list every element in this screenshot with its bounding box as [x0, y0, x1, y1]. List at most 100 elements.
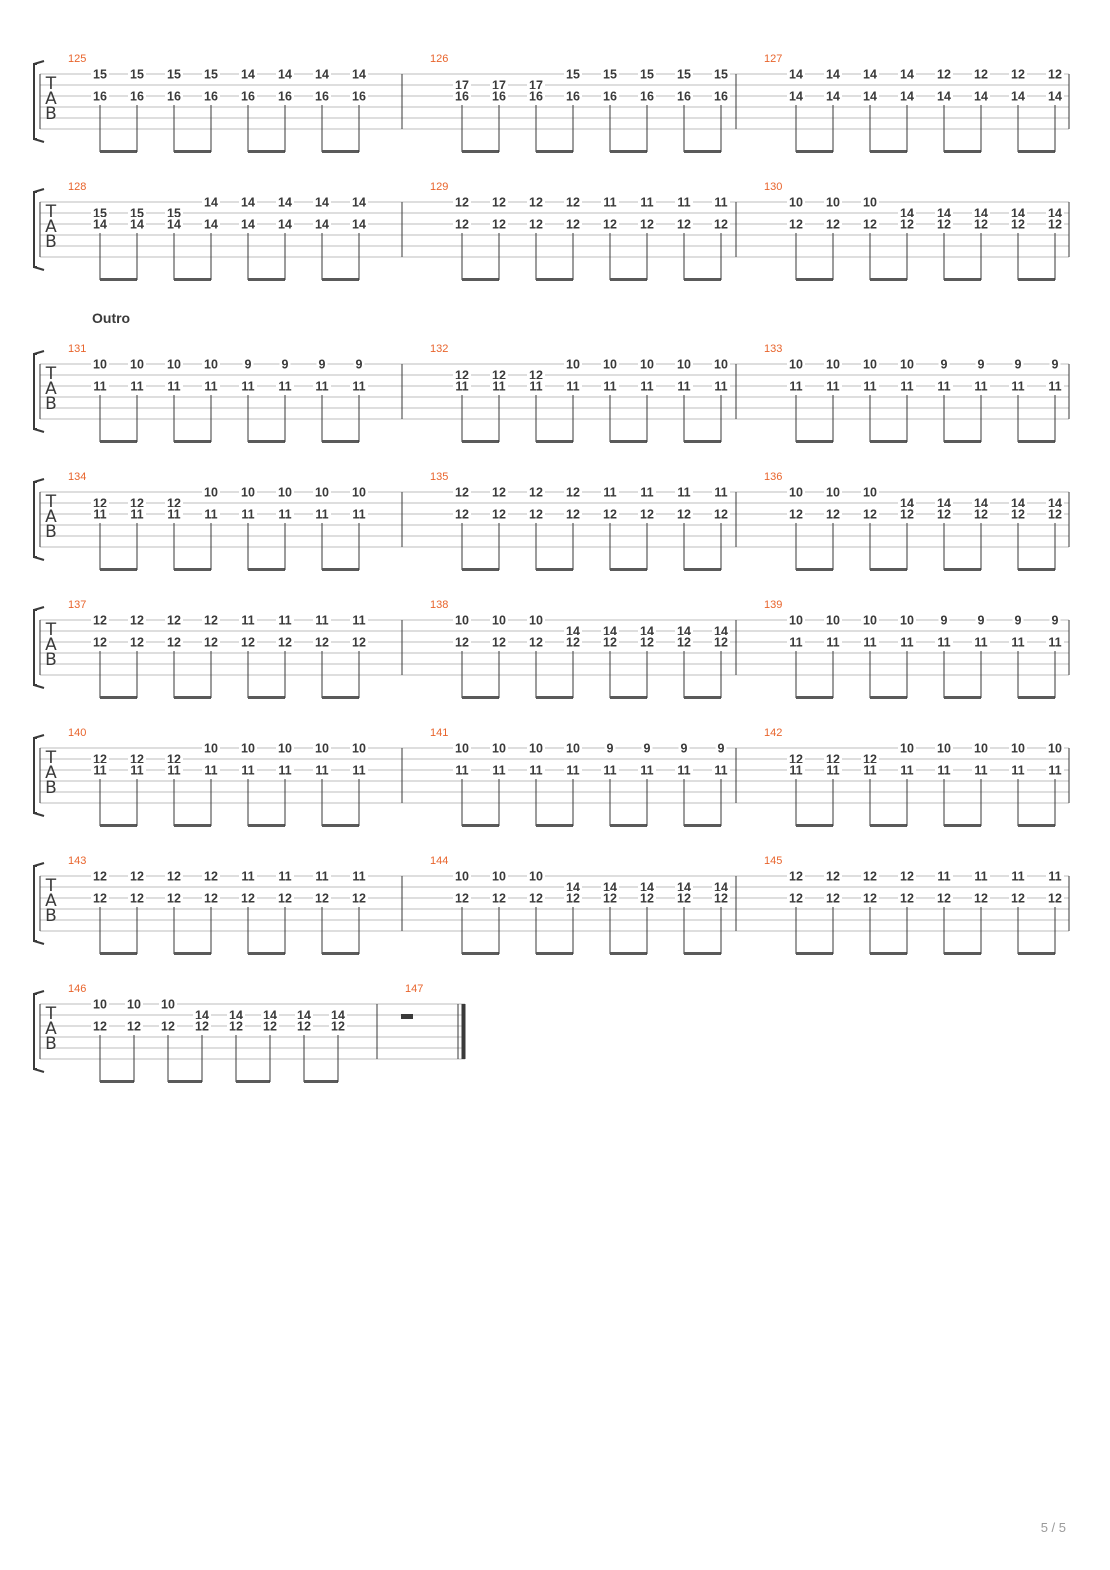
- fret-number: 12: [492, 486, 506, 500]
- fret-mask: [861, 89, 879, 102]
- fret-mask: [313, 379, 331, 392]
- fret-number: 12: [492, 636, 506, 650]
- fret-mask: [564, 217, 582, 230]
- fret-number: 10: [130, 358, 144, 372]
- fret-number: 11: [315, 764, 328, 778]
- fret-mask: [601, 195, 619, 208]
- fret-mask: [91, 206, 109, 219]
- fret-mask: [935, 67, 953, 80]
- fret-mask: [128, 635, 146, 648]
- fret-mask: [898, 741, 916, 754]
- fret-mask: [453, 485, 471, 498]
- fret-number: 12: [566, 486, 580, 500]
- measure-number: 145: [764, 855, 782, 867]
- fret-mask: [313, 89, 331, 102]
- fret-number: 15: [640, 68, 654, 82]
- fret-number: 12: [677, 892, 691, 906]
- fret-number: 10: [826, 614, 840, 628]
- beam: [870, 150, 907, 153]
- fret-mask: [935, 206, 953, 219]
- fret-number: 14: [167, 218, 181, 232]
- fret-mask: [935, 379, 953, 392]
- bracket-top-hook: [33, 188, 45, 193]
- fret-mask: [638, 379, 656, 392]
- beam: [610, 696, 647, 699]
- fret-mask: [898, 635, 916, 648]
- measure-number: 138: [430, 599, 448, 611]
- fret-number: 11: [455, 764, 468, 778]
- tab-clef-letter: T: [45, 748, 57, 768]
- fret-mask: [453, 89, 471, 102]
- fret-mask: [638, 485, 656, 498]
- beam: [100, 696, 137, 699]
- fret-number: 12: [167, 614, 181, 628]
- fret-mask: [1009, 217, 1027, 230]
- fret-mask: [787, 507, 805, 520]
- fret-number: 11: [640, 196, 653, 210]
- fret-mask: [1046, 635, 1064, 648]
- fret-mask: [527, 368, 545, 381]
- fret-number: 16: [130, 90, 144, 104]
- beam: [536, 440, 573, 443]
- fret-mask: [91, 869, 109, 882]
- fret-mask: [638, 357, 656, 370]
- fret-number: 10: [789, 614, 803, 628]
- fret-mask: [1012, 357, 1024, 370]
- fret-mask: [601, 880, 619, 893]
- fret-mask: [91, 763, 109, 776]
- fret-mask: [861, 507, 879, 520]
- fret-number: 11: [603, 764, 616, 778]
- fret-number: 11: [640, 764, 653, 778]
- fret-number: 14: [863, 90, 877, 104]
- fret-number: 14: [315, 68, 329, 82]
- half-rest: [401, 1014, 413, 1019]
- fret-number: 10: [492, 614, 506, 628]
- fret-number: 11: [93, 764, 106, 778]
- fret-mask: [972, 891, 990, 904]
- fret-mask: [165, 357, 183, 370]
- fret-number: 14: [241, 218, 255, 232]
- fret-mask: [861, 379, 879, 392]
- tab-clef-letter: B: [45, 650, 57, 670]
- fret-mask: [165, 635, 183, 648]
- fret-mask: [641, 741, 653, 754]
- fret-mask: [972, 89, 990, 102]
- fret-mask: [712, 507, 730, 520]
- fret-number: 12: [455, 636, 469, 650]
- fret-mask: [313, 485, 331, 498]
- beam: [536, 278, 573, 281]
- fret-mask: [193, 1019, 211, 1032]
- fret-mask: [239, 869, 257, 882]
- beam: [610, 278, 647, 281]
- fret-number: 12: [331, 1020, 345, 1034]
- fret-number: 12: [603, 892, 617, 906]
- tab-clef-letter: A: [45, 89, 57, 109]
- measure-number: 135: [430, 471, 448, 483]
- fret-mask: [712, 67, 730, 80]
- system-bracket: [33, 993, 37, 1070]
- fret-number: 11: [826, 764, 839, 778]
- fret-number: 11: [352, 380, 365, 394]
- fret-mask: [675, 195, 693, 208]
- fret-number: 11: [204, 764, 217, 778]
- fret-mask: [350, 379, 368, 392]
- beam: [100, 568, 137, 571]
- fret-mask: [824, 507, 842, 520]
- fret-number: 12: [127, 1020, 141, 1034]
- fret-number: 11: [714, 764, 727, 778]
- fret-mask: [239, 635, 257, 648]
- fret-mask: [527, 869, 545, 882]
- fret-mask: [601, 379, 619, 392]
- beam: [870, 696, 907, 699]
- fret-mask: [227, 1008, 245, 1021]
- measure-number: 130: [764, 181, 782, 193]
- fret-number: 12: [195, 1020, 209, 1034]
- fret-number: 12: [974, 68, 988, 82]
- fret-number: 16: [278, 90, 292, 104]
- fret-mask: [527, 379, 545, 392]
- fret-mask: [313, 217, 331, 230]
- fret-number: 9: [607, 742, 614, 756]
- tab-clef-letter: B: [45, 1034, 57, 1054]
- fret-mask: [712, 195, 730, 208]
- fret-mask: [128, 217, 146, 230]
